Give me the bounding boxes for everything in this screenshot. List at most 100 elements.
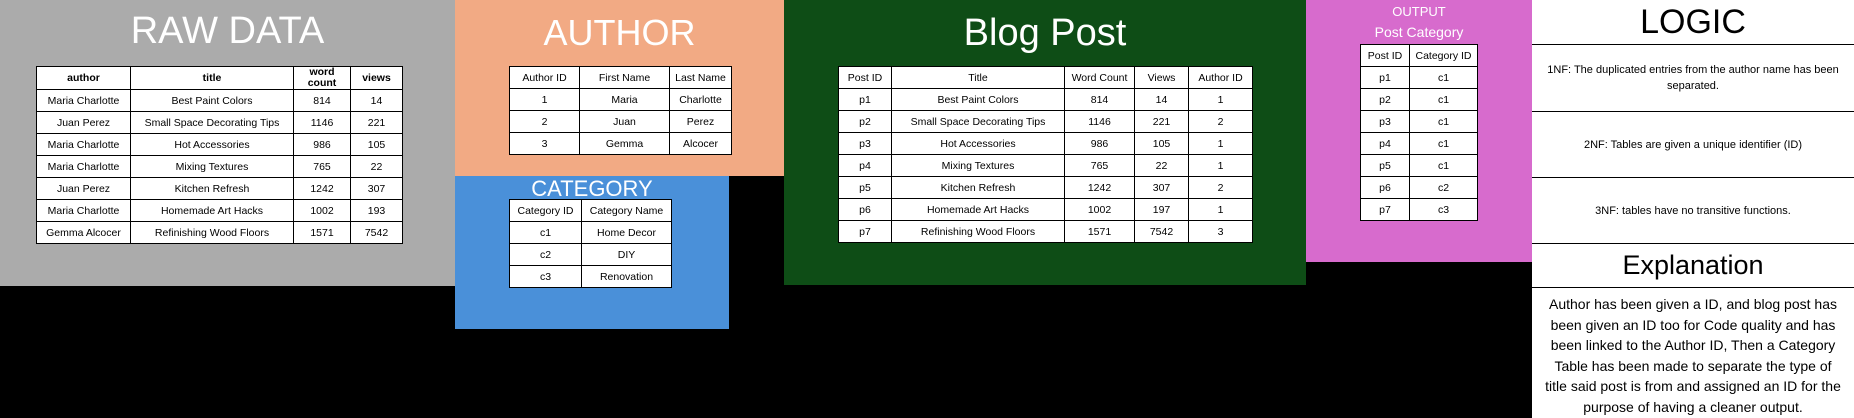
table-cell: Kitchen Refresh [130,177,294,200]
table-cell: 1 [1188,88,1253,111]
table-header-row: Author ID First Name Last Name [509,66,732,89]
table-cell: 1146 [1064,110,1135,133]
column-header: Category ID [1409,44,1478,67]
table-cell: 1571 [293,221,351,244]
table-cell: Alcocer [669,132,732,155]
table-cell: 7542 [350,221,403,244]
table-cell: Kitchen Refresh [891,176,1065,199]
table-cell: p6 [1360,176,1410,199]
table-cell: p5 [838,176,892,199]
table-cell: 22 [350,155,403,178]
table-cell: Homemade Art Hacks [130,199,294,222]
table-cell: p6 [838,198,892,221]
table-cell: Homemade Art Hacks [891,198,1065,221]
blog-post-title: Blog Post [963,12,1127,54]
table-cell: 1571 [1064,220,1135,243]
table-cell: c3 [1409,198,1478,221]
table-cell: 2 [1188,176,1253,199]
column-header: Category ID [509,199,582,222]
table-cell: p7 [1360,198,1410,221]
column-header: views [350,66,403,90]
table-cell: c1 [509,221,582,244]
column-header: Last Name [669,66,732,89]
table-cell: Maria [579,88,670,111]
table-cell: Maria Charlotte [36,89,131,112]
column-header: Views [1134,66,1189,89]
column-header: Category Name [581,199,672,222]
table-cell: p1 [1360,66,1410,89]
table-cell: p1 [838,88,892,111]
table-header-row: Category ID Category Name [509,199,672,222]
table-cell: 221 [350,111,403,134]
table-cell: 1242 [293,177,351,200]
table-cell: Gemma [579,132,670,155]
column-header: Title [891,66,1065,89]
table-cell: Best Paint Colors [891,88,1065,111]
table-cell: 1 [509,88,580,111]
table-cell: Best Paint Colors [130,89,294,112]
table-cell: 1 [1188,132,1253,155]
table-cell: Small Space Decorating Tips [891,110,1065,133]
column-header: Author ID [509,66,580,89]
table-cell: 193 [350,199,403,222]
table-cell: Mixing Textures [130,155,294,178]
table-cell: p4 [1360,132,1410,155]
table-cell: Charlotte [669,88,732,111]
table-cell: DIY [581,243,672,266]
table-cell: 1002 [293,199,351,222]
table-cell: Refinishing Wood Floors [891,220,1065,243]
table-cell: 765 [1064,154,1135,177]
table-cell: 197 [1134,198,1189,221]
table-cell: c1 [1409,110,1478,133]
blog-post-table: Post ID Title Word Count Views Author ID… [838,66,1253,243]
table-cell: p2 [838,110,892,133]
table-cell: c1 [1409,132,1478,155]
table-cell: 1 [1188,198,1253,221]
category-title: CATEGORY [531,176,653,201]
table-cell: 3 [1188,220,1253,243]
table-cell: Gemma Alcocer [36,221,131,244]
table-cell: 14 [1134,88,1189,111]
table-cell: 814 [293,89,351,112]
table-cell: 814 [1064,88,1135,111]
table-cell: 14 [350,89,403,112]
table-cell: p4 [838,154,892,177]
table-cell: 7542 [1134,220,1189,243]
table-cell: 1242 [1064,176,1135,199]
table-cell: Maria Charlotte [36,155,131,178]
column-header: title [130,66,294,90]
table-cell: 1 [1188,154,1253,177]
table-cell: 1002 [1064,198,1135,221]
table-cell: p7 [838,220,892,243]
logic-2nf: 2NF: Tables are given a unique identifie… [1532,111,1854,177]
column-header: Post ID [1360,44,1410,67]
logic-title: LOGIC [1532,0,1854,44]
table-cell: p3 [1360,110,1410,133]
table-cell: Hot Accessories [130,133,294,156]
table-cell: 1146 [293,111,351,134]
table-cell: c2 [509,243,582,266]
author-title: AUTHOR [543,12,696,53]
table-cell: 2 [1188,110,1253,133]
table-cell: p2 [1360,88,1410,111]
table-cell: 105 [350,133,403,156]
